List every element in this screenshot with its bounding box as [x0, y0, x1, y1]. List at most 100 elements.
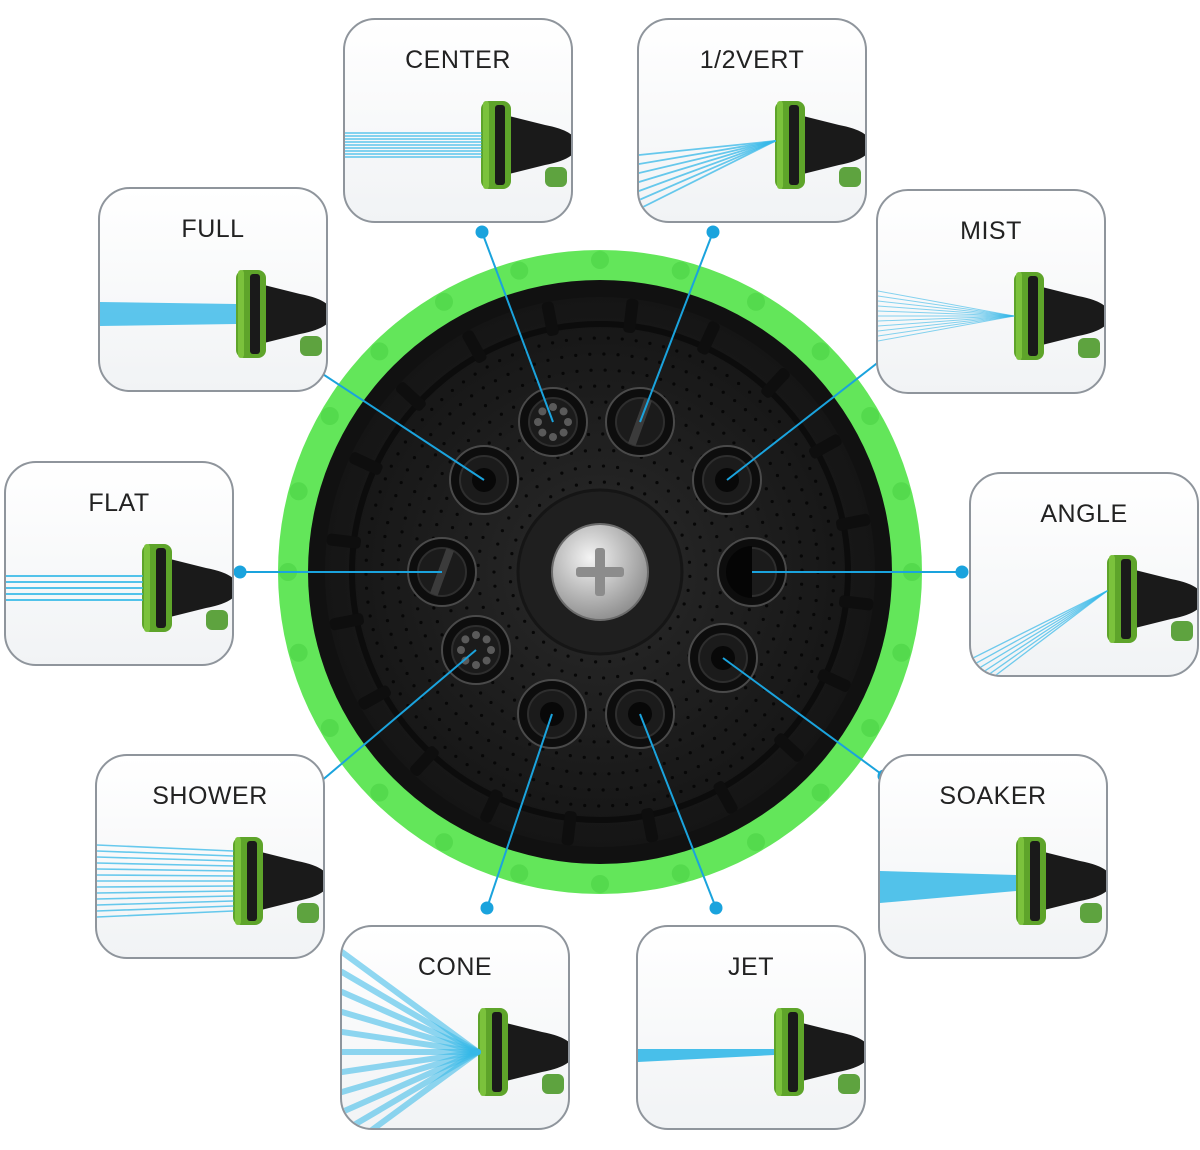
- face-dot: [528, 793, 532, 797]
- face-dot: [522, 685, 526, 689]
- face-dot: [796, 610, 800, 614]
- face-dot: [440, 633, 444, 637]
- face-dot: [652, 798, 656, 802]
- mode-card-mist: MIST: [876, 189, 1106, 394]
- face-dot: [554, 751, 559, 755]
- face-dot: [798, 540, 802, 544]
- face-dot: [744, 686, 748, 690]
- face-dot: [493, 584, 497, 588]
- face-dot: [759, 662, 764, 667]
- face-dot: [717, 771, 721, 776]
- ring-bump: [892, 482, 911, 501]
- face-dot: [545, 781, 549, 786]
- face-dot: [481, 386, 485, 390]
- face-dot: [469, 746, 473, 750]
- face-dot: [593, 384, 597, 388]
- face-dot: [823, 506, 827, 510]
- face-dot: [666, 794, 670, 798]
- face-dot: [407, 503, 412, 507]
- face-dot: [780, 610, 784, 614]
- face-dot: [564, 338, 569, 343]
- face-dot: [697, 394, 701, 398]
- face-dot: [764, 487, 768, 491]
- face-dot: [756, 507, 760, 511]
- face-dot: [602, 352, 606, 356]
- face-dot: [547, 477, 551, 481]
- face-dot: [590, 400, 594, 404]
- face-dot: [551, 341, 555, 345]
- ring-bump: [289, 643, 308, 662]
- face-dot: [662, 761, 666, 766]
- face-dot: [405, 468, 410, 472]
- dial-tab: [358, 685, 391, 710]
- ring-bump: [671, 864, 690, 883]
- dial-tab: [713, 781, 738, 814]
- face-dot: [780, 717, 784, 721]
- face-dot: [498, 359, 502, 363]
- face-dot: [465, 763, 469, 767]
- dial-tab: [623, 298, 639, 334]
- face-dot: [588, 480, 592, 485]
- face-dot: [594, 660, 598, 664]
- face-dot: [724, 706, 729, 710]
- face-dot: [617, 369, 621, 373]
- face-dot: [419, 620, 423, 625]
- face-dot: [435, 522, 439, 527]
- face-dot: [734, 719, 739, 723]
- ring-bump: [591, 251, 609, 269]
- connector-dot-cone: [480, 901, 494, 915]
- nozzle-angle: [1107, 555, 1197, 643]
- face-dot: [795, 526, 799, 530]
- face-dot: [499, 412, 503, 416]
- face-dot: [803, 682, 808, 686]
- face-dot: [496, 542, 500, 546]
- face-dot: [520, 525, 524, 529]
- connector-full: [311, 366, 485, 481]
- connector-mist: [726, 356, 886, 481]
- face-dot: [820, 643, 824, 648]
- mode-label-flat: FLAT: [88, 489, 150, 517]
- ring-bump: [320, 719, 339, 737]
- face-dot: [643, 492, 647, 496]
- face-dot: [815, 584, 820, 589]
- face-dot: [630, 354, 634, 358]
- face-dot: [687, 407, 691, 411]
- nozzle-center: [481, 101, 571, 189]
- face-dot: [780, 450, 784, 454]
- face-dot: [721, 750, 725, 754]
- spray-illustration-flat: [6, 544, 232, 632]
- face-dot: [404, 627, 408, 632]
- face-dot: [615, 465, 620, 470]
- face-dot: [518, 773, 522, 777]
- face-dot: [721, 390, 725, 394]
- face-dot: [440, 471, 444, 476]
- face-dot: [541, 797, 545, 801]
- nozzle-jet: [774, 1008, 864, 1096]
- face-dot: [827, 616, 831, 621]
- face-dot: [435, 619, 439, 624]
- face-dot: [679, 789, 683, 794]
- face-dot: [396, 452, 400, 456]
- face-dot: [775, 513, 779, 517]
- face-dot: [661, 345, 666, 349]
- face-dot: [809, 626, 813, 630]
- face-dot: [398, 600, 402, 604]
- face-dot: [658, 360, 662, 364]
- face-dot: [654, 500, 658, 504]
- face-dot: [832, 575, 836, 579]
- face-dot: [383, 534, 387, 539]
- face-dot: [668, 626, 672, 630]
- face-dot: [634, 339, 638, 343]
- face-dot: [403, 440, 408, 444]
- face-dot: [472, 412, 476, 416]
- face-dot: [751, 747, 755, 751]
- ring-bump: [747, 833, 765, 852]
- face-dot: [801, 454, 805, 458]
- face-dot: [502, 783, 506, 787]
- connector-dot-angle: [955, 565, 969, 579]
- face-dot: [665, 672, 670, 676]
- face-dot: [601, 788, 605, 792]
- face-dot: [492, 570, 496, 574]
- face-dot: [578, 739, 582, 743]
- face-dot: [442, 671, 446, 676]
